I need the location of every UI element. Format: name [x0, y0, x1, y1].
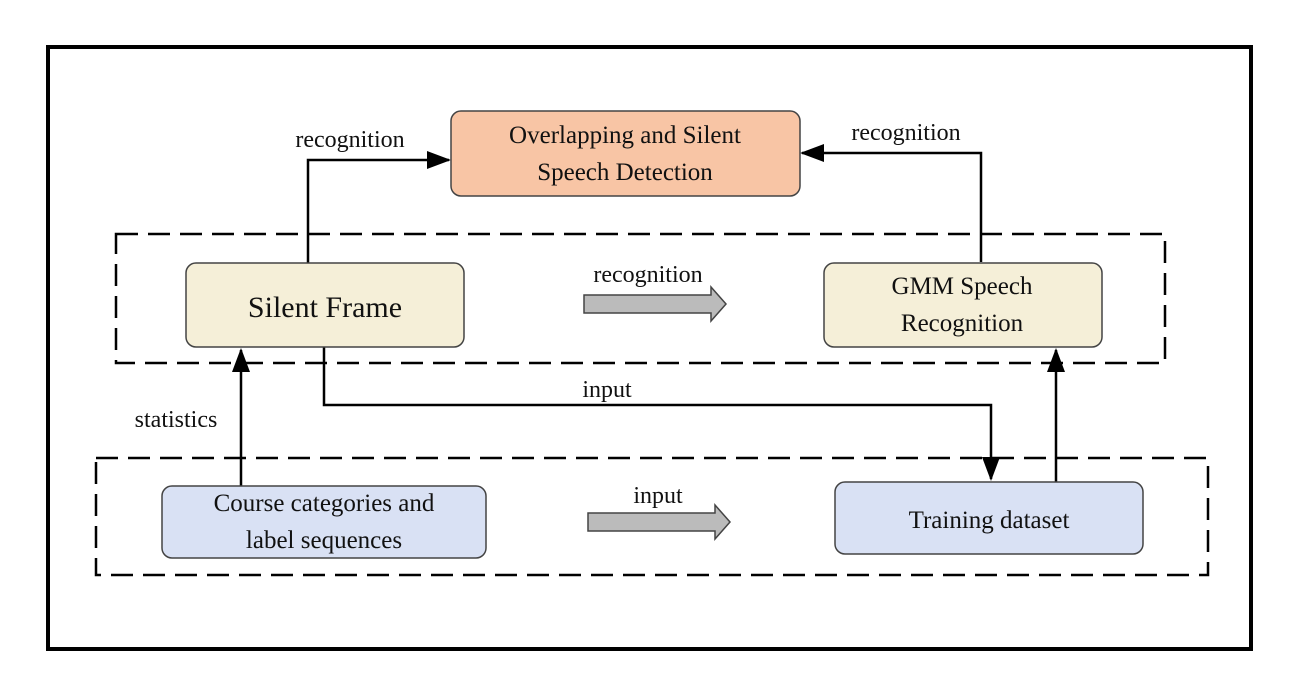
- outer-frame: [46, 45, 1253, 651]
- edge-silent-to-training: [322, 346, 1000, 481]
- bottom-dashed-group: [94, 456, 1210, 577]
- edge-label-gmm-to-detection: recognition: [851, 120, 960, 146]
- edge-label-silent-to-gmm: recognition: [593, 262, 702, 288]
- edge-label-silent-to-detection: recognition: [295, 127, 404, 153]
- edge-gmm-to-detection: [800, 144, 983, 262]
- node-detection-line1: Overlapping and Silent: [509, 122, 741, 149]
- edge-silent-to-detection: [306, 151, 451, 263]
- edge-label-course-to-training: input: [633, 483, 683, 509]
- node-silent-frame-label: Silent Frame: [248, 291, 402, 324]
- node-detection-line2: Speech Detection: [537, 159, 713, 186]
- node-gmm-line1: GMM Speech: [892, 273, 1033, 300]
- node-course-categories: Course categories and label sequences: [161, 485, 487, 559]
- block-arrow-recognition: [583, 285, 728, 323]
- node-gmm-line2: Recognition: [901, 310, 1024, 337]
- node-overlapping-silent-detection: Overlapping and Silent Speech Detection: [450, 110, 801, 197]
- block-arrow-input: [587, 503, 732, 541]
- node-training-label: Training dataset: [909, 507, 1070, 534]
- edge-label-course-to-silent: statistics: [135, 407, 218, 433]
- node-gmm-speech-recognition: GMM Speech Recognition: [823, 262, 1103, 348]
- node-course-line2: label sequences: [246, 527, 402, 554]
- node-course-line1: Course categories and: [214, 490, 435, 517]
- middle-dashed-group: [114, 232, 1167, 365]
- node-silent-frame: Silent Frame: [185, 262, 465, 348]
- node-training-dataset: Training dataset: [834, 481, 1144, 555]
- edge-label-silent-to-training: input: [582, 377, 632, 403]
